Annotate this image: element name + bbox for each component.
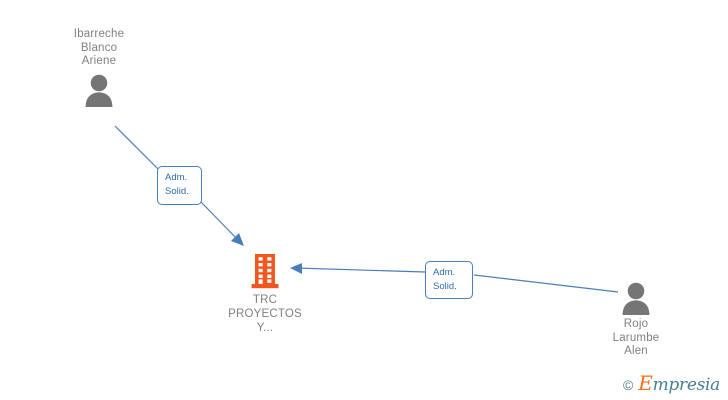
person-icon bbox=[85, 74, 113, 107]
node-person-left-label: Ibarreche Blanco Ariene bbox=[73, 28, 125, 67]
node-person-rojo-larumbe-alen[interactable]: Rojo Larumbe Alen bbox=[583, 281, 689, 359]
brand-logo-text: Empresia bbox=[638, 373, 721, 395]
brand-rest: mpresia bbox=[652, 375, 721, 395]
company-building-icon bbox=[251, 254, 279, 289]
node-company-label: TRC PROYECTOS Y... bbox=[228, 294, 302, 334]
node-person-ibarreche-blanco-ariene[interactable]: Ibarreche Blanco Ariene bbox=[46, 28, 152, 107]
node-person-right-label: Rojo Larumbe Alen bbox=[612, 318, 660, 357]
node-company-trc-proyectos[interactable]: TRC PROYECTOS Y... bbox=[205, 252, 325, 335]
brand-initial: E bbox=[638, 371, 653, 395]
person-icon bbox=[622, 282, 650, 315]
relation-label-adm-solid-left[interactable]: Adm. Solid. bbox=[157, 166, 202, 205]
arrowhead-into-company-top bbox=[231, 233, 244, 246]
relation-label-adm-solid-right[interactable]: Adm. Solid. bbox=[425, 261, 473, 299]
edge-person-left-to-label bbox=[114, 125, 159, 170]
copyright-icon: © bbox=[622, 376, 634, 393]
empresia-watermark: © Empresia bbox=[622, 373, 721, 395]
edge-label-to-company-left bbox=[200, 201, 240, 242]
